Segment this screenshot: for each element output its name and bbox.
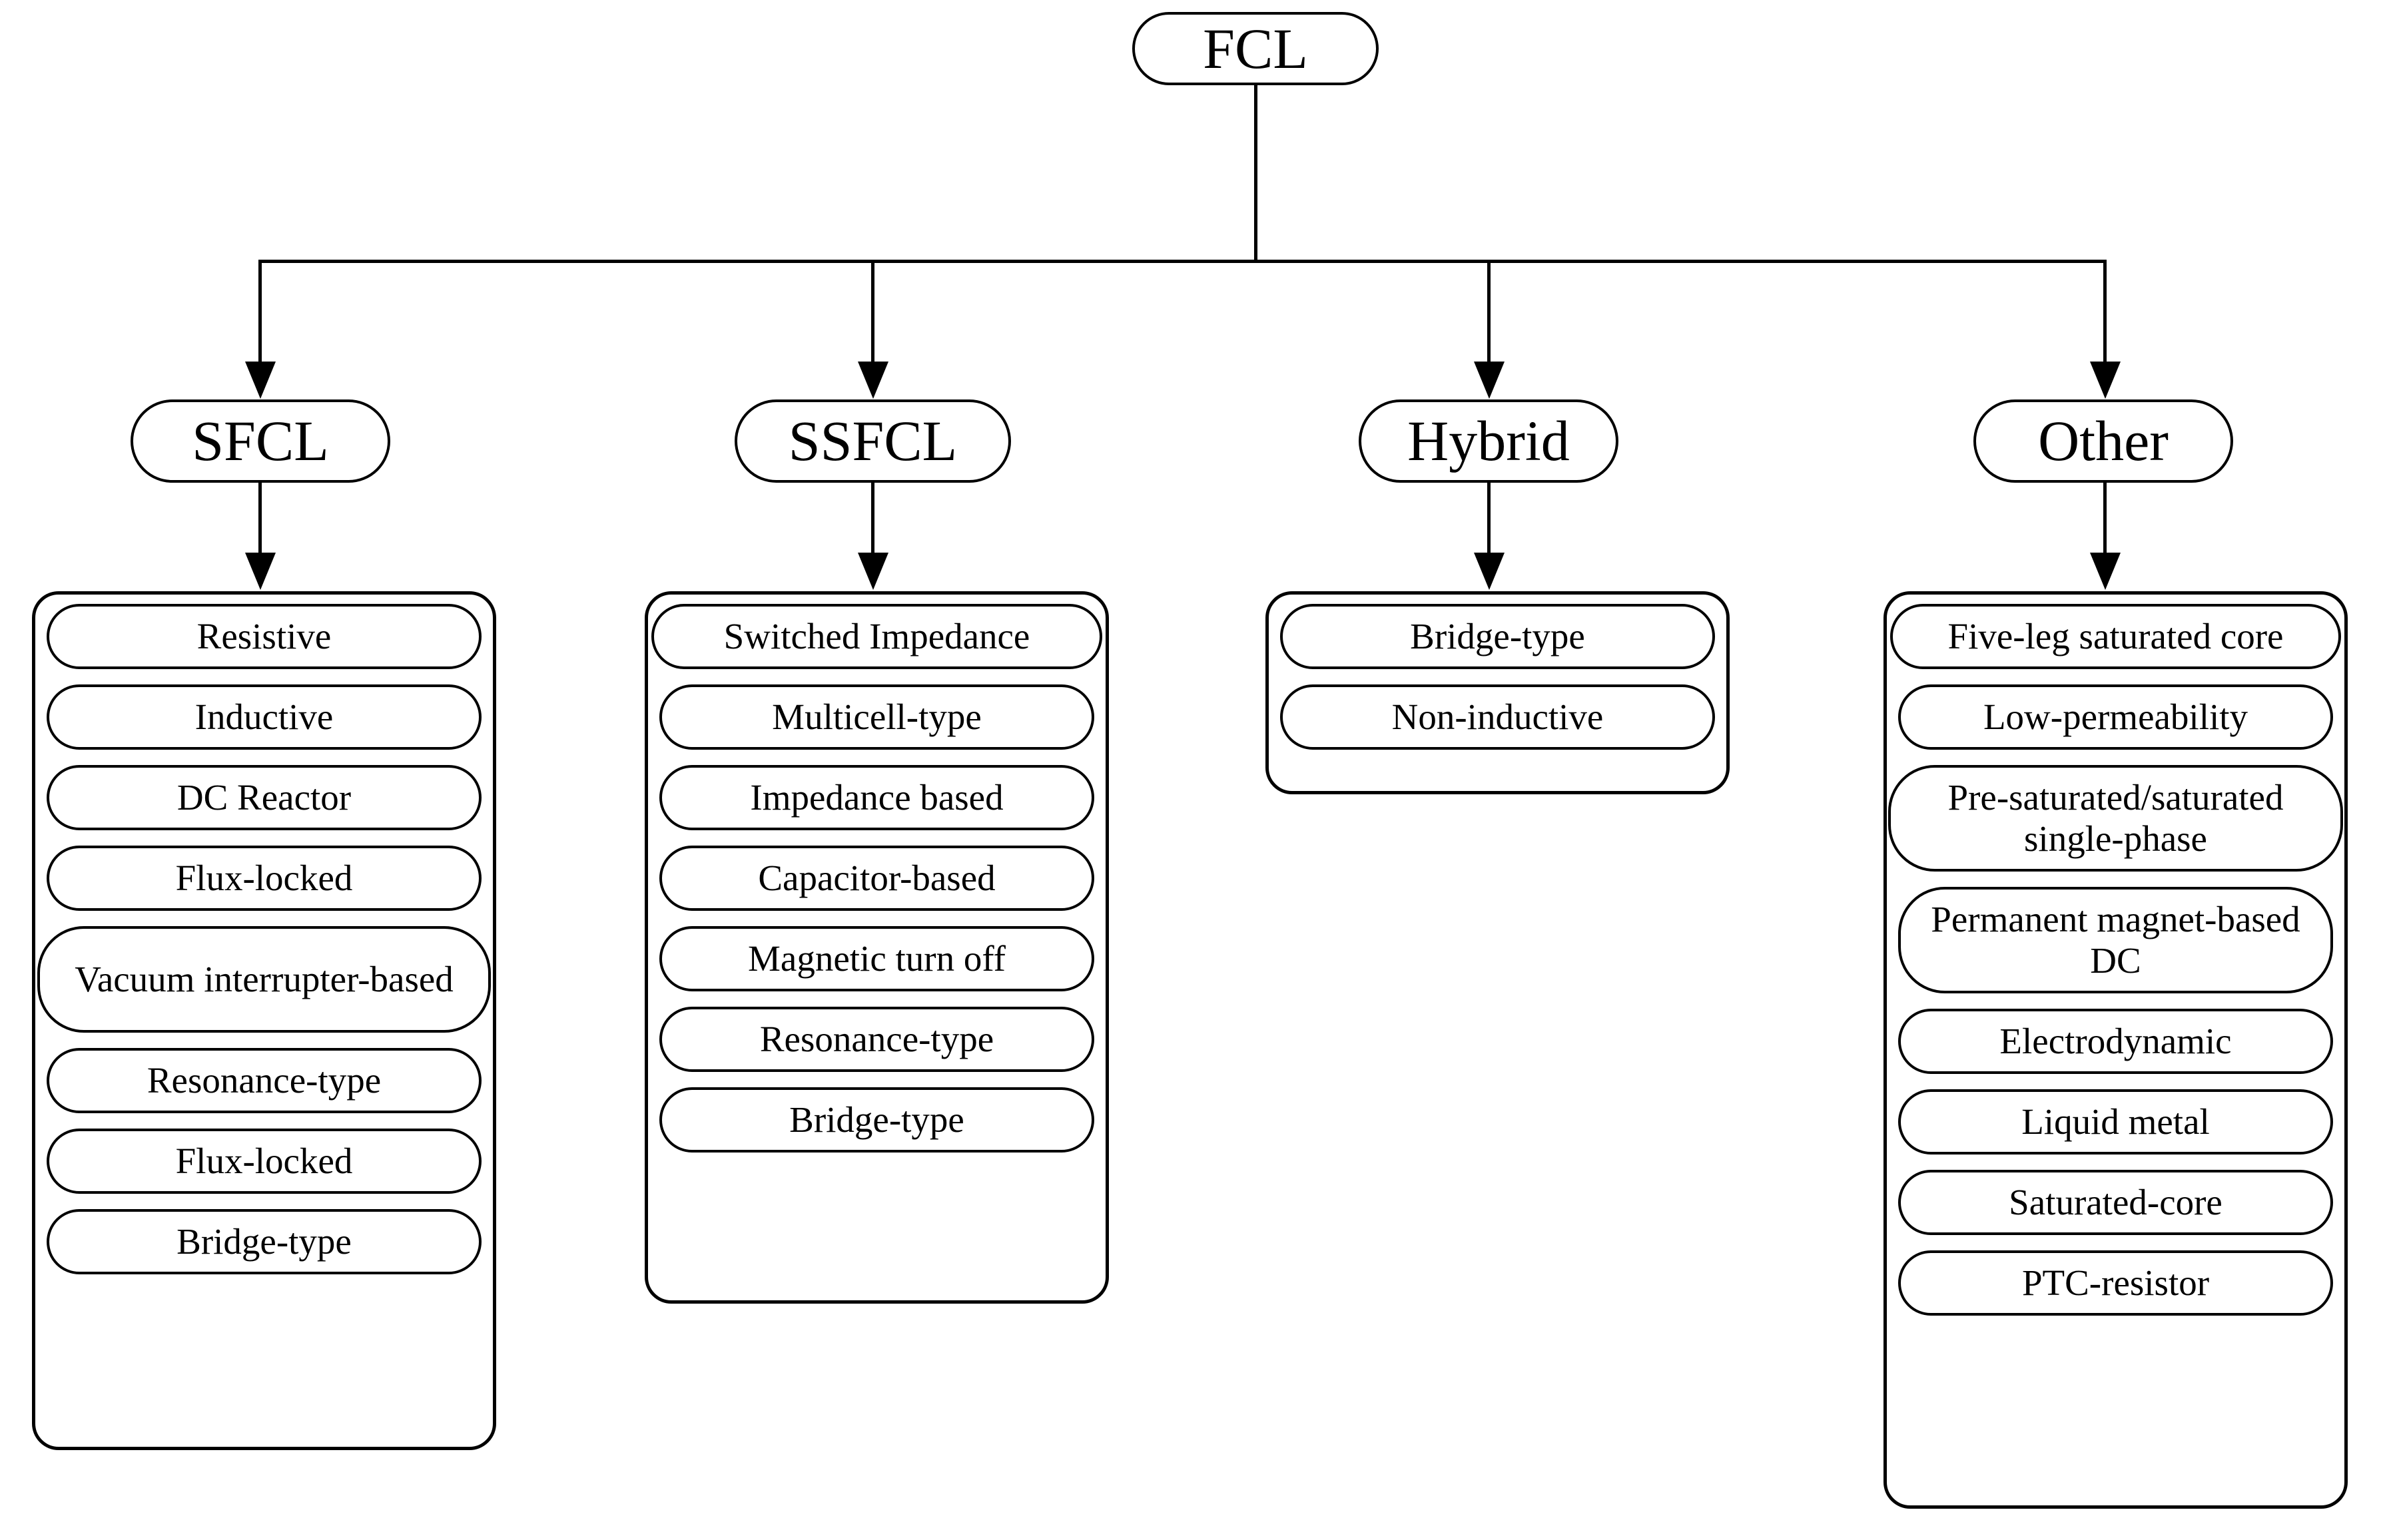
leaf-item[interactable]: Inductive bbox=[47, 684, 482, 750]
connector-sfcl-to-group bbox=[258, 483, 262, 556]
node-ssfcl-label: SSFCL bbox=[788, 409, 958, 473]
leaf-item[interactable]: Resonance-type bbox=[47, 1048, 482, 1113]
leaf-item[interactable]: PTC-resistor bbox=[1898, 1250, 2333, 1316]
arrowhead-hybrid bbox=[1474, 362, 1505, 399]
leaf-item[interactable]: Multicell-type bbox=[659, 684, 1094, 750]
group-inner-hybrid: Bridge-type Non-inductive bbox=[1269, 595, 1726, 791]
connector-other-to-group bbox=[2103, 483, 2107, 583]
node-other-label: Other bbox=[2038, 409, 2169, 473]
leaf-item[interactable]: Flux-locked bbox=[47, 846, 482, 911]
leaf-item[interactable]: Low-permeability bbox=[1898, 684, 2333, 750]
leaf-item[interactable]: Electrodynamic bbox=[1898, 1009, 2333, 1074]
connector-root-stem bbox=[1254, 85, 1257, 262]
node-sfcl[interactable]: SFCL bbox=[131, 399, 390, 483]
connector-drop-sfcl bbox=[258, 260, 262, 363]
leaf-item[interactable]: Saturated-core bbox=[1898, 1170, 2333, 1235]
arrowhead-other-group bbox=[2090, 553, 2121, 590]
leaf-item[interactable]: Magnetic turn off bbox=[659, 926, 1094, 991]
connector-hybrid-to-group bbox=[1487, 483, 1491, 583]
arrowhead-other bbox=[2090, 362, 2121, 399]
group-box-sfcl: Resistive Inductive DC Reactor Flux-lock… bbox=[32, 591, 496, 1450]
leaf-item[interactable]: Non-inductive bbox=[1280, 684, 1715, 750]
node-hybrid-label: Hybrid bbox=[1407, 409, 1570, 473]
leaf-item[interactable]: Pre-saturated/saturated single-phase bbox=[1888, 765, 2343, 872]
connector-drop-other bbox=[2103, 260, 2107, 363]
connector-drop-ssfcl bbox=[871, 260, 874, 363]
leaf-item[interactable]: Capacitor-based bbox=[659, 846, 1094, 911]
group-inner-ssfcl: Switched Impedance Multicell-type Impeda… bbox=[648, 595, 1106, 1300]
group-box-hybrid: Bridge-type Non-inductive bbox=[1265, 591, 1730, 794]
leaf-item[interactable]: Bridge-type bbox=[47, 1209, 482, 1274]
leaf-item[interactable]: Bridge-type bbox=[1280, 604, 1715, 669]
leaf-item[interactable]: Switched Impedance bbox=[651, 604, 1102, 669]
group-inner-sfcl: Resistive Inductive DC Reactor Flux-lock… bbox=[35, 595, 493, 1447]
arrowhead-sfcl bbox=[245, 362, 276, 399]
node-root-fcl-label: FCL bbox=[1203, 16, 1308, 81]
node-hybrid[interactable]: Hybrid bbox=[1359, 399, 1618, 483]
arrowhead-ssfcl-group bbox=[858, 553, 888, 590]
arrowhead-hybrid-group bbox=[1474, 553, 1505, 590]
leaf-item[interactable]: DC Reactor bbox=[47, 765, 482, 830]
arrowhead-ssfcl bbox=[858, 362, 888, 399]
leaf-item[interactable]: Resistive bbox=[47, 604, 482, 669]
connector-ssfcl-to-group bbox=[871, 483, 874, 583]
node-root-fcl[interactable]: FCL bbox=[1132, 12, 1379, 85]
leaf-item[interactable]: Liquid metal bbox=[1898, 1089, 2333, 1155]
node-other[interactable]: Other bbox=[1973, 399, 2233, 483]
group-box-other: Five-leg saturated core Low-permeability… bbox=[1883, 591, 2348, 1509]
leaf-item[interactable]: Flux-locked bbox=[47, 1129, 482, 1194]
connector-horizontal-bus bbox=[258, 260, 2107, 263]
leaf-item[interactable]: Vacuum interrupter-based bbox=[37, 926, 491, 1033]
leaf-item[interactable]: Resonance-type bbox=[659, 1007, 1094, 1072]
leaf-item[interactable]: Five-leg saturated core bbox=[1890, 604, 2341, 669]
group-inner-other: Five-leg saturated core Low-permeability… bbox=[1887, 595, 2344, 1505]
leaf-item[interactable]: Permanent magnet-based DC bbox=[1898, 887, 2333, 993]
arrowhead-sfcl-group bbox=[245, 553, 276, 590]
group-box-ssfcl: Switched Impedance Multicell-type Impeda… bbox=[645, 591, 1109, 1304]
node-sfcl-label: SFCL bbox=[192, 409, 329, 473]
leaf-item[interactable]: Bridge-type bbox=[659, 1087, 1094, 1153]
node-ssfcl[interactable]: SSFCL bbox=[735, 399, 1011, 483]
leaf-item[interactable]: Impedance based bbox=[659, 765, 1094, 830]
connector-drop-hybrid bbox=[1487, 260, 1491, 363]
